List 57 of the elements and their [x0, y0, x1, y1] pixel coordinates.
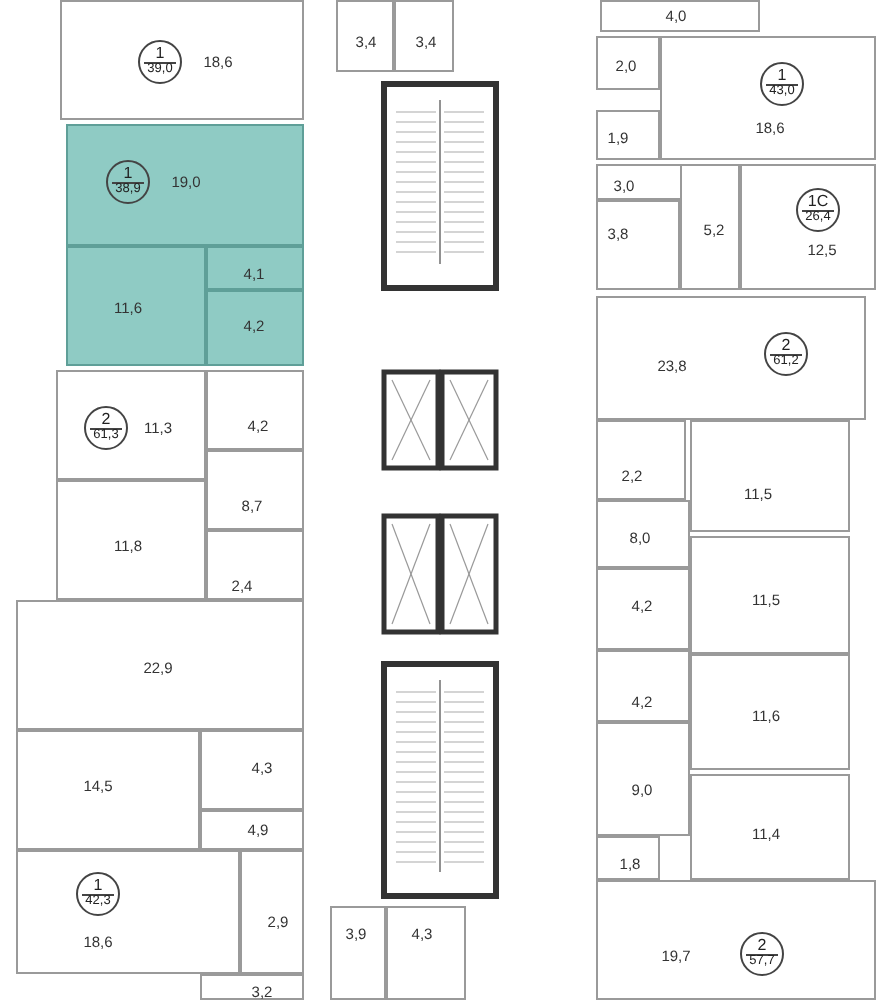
room [200, 810, 304, 850]
room-count: 1 [123, 166, 133, 183]
room [16, 600, 304, 730]
room [330, 906, 386, 1000]
room [394, 0, 454, 72]
room [690, 536, 850, 654]
room [680, 164, 740, 290]
room [596, 420, 686, 500]
apartment-badge [796, 188, 840, 232]
room [690, 654, 850, 770]
room-count: 1 [155, 46, 165, 63]
room [596, 880, 876, 1000]
room-count: 1 [93, 878, 103, 895]
room [56, 370, 206, 480]
room [336, 0, 394, 72]
room [206, 246, 304, 290]
room [596, 296, 866, 420]
room [596, 568, 690, 650]
apartment-badge [764, 332, 808, 376]
room [240, 850, 304, 974]
room [596, 110, 660, 160]
room [596, 200, 680, 290]
apartment-badge [76, 872, 120, 916]
room [740, 164, 876, 290]
room [200, 730, 304, 810]
room-count: 1C [807, 194, 829, 211]
room [206, 290, 304, 366]
room [690, 774, 850, 880]
room [386, 906, 466, 1000]
room [596, 36, 660, 90]
room [200, 974, 304, 1000]
room [66, 124, 304, 246]
room [600, 0, 760, 32]
room [690, 420, 850, 532]
room-count: 2 [101, 412, 111, 429]
room-count: 2 [781, 338, 791, 355]
room [16, 850, 240, 974]
room [56, 480, 206, 600]
room [596, 500, 690, 568]
room [596, 164, 686, 200]
room-count: 2 [757, 938, 767, 955]
room [596, 836, 660, 880]
room [66, 246, 206, 366]
room [206, 530, 304, 600]
apartment-badge [760, 62, 804, 106]
room [206, 450, 304, 530]
room [16, 730, 200, 850]
room [596, 722, 690, 836]
room [660, 36, 876, 160]
room [60, 0, 304, 120]
room-count: 1 [777, 68, 787, 85]
apartment-badge [138, 40, 182, 84]
apartment-badge [106, 160, 150, 204]
room [206, 370, 304, 450]
apartment-badge [740, 932, 784, 976]
apartment-badge [84, 406, 128, 450]
room [596, 650, 690, 722]
